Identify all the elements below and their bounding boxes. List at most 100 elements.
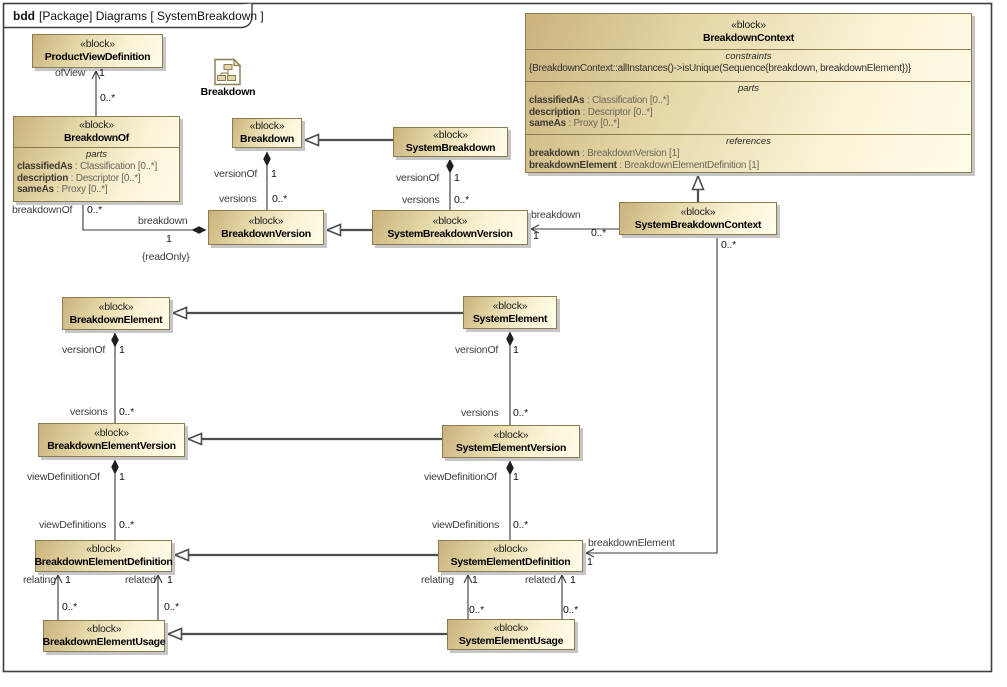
multiplicity-label: 0..* [721, 239, 736, 251]
feature-type: {BreakdownContext::allInstances()->isUni… [529, 63, 911, 74]
block-name: SystemElement [472, 312, 548, 325]
role-label: versions [402, 194, 440, 206]
block-name: SystemBreakdown [405, 142, 496, 154]
block-header: «block»SystemElementVersion [443, 426, 579, 457]
block-stereotype: «block» [86, 543, 121, 555]
block-product-view-definition[interactable]: «block»ProductViewDefinition [32, 34, 163, 68]
block-stereotype: «block» [493, 428, 529, 441]
multiplicity-label: 1 [167, 574, 173, 586]
feature-type: : Descriptor [0..*] [580, 106, 653, 118]
multiplicity-label: 0..* [563, 604, 578, 616]
feature-name: description [529, 106, 581, 118]
block-name: BreakdownVersion [221, 227, 311, 240]
breakdown-diagram-icon[interactable] [213, 58, 243, 86]
block-system-element-definition[interactable]: «block»SystemElementDefinition [438, 540, 583, 572]
multiplicity-label: 1 [587, 556, 593, 568]
block-system-element-version[interactable]: «block»SystemElementVersion [442, 425, 580, 458]
block-name: BreakdownElementUsage [42, 636, 166, 648]
block-header: «block»SystemBreakdownVersion [373, 211, 527, 244]
feature-sameAs[interactable]: sameAs : Proxy [0..*] [529, 118, 968, 130]
role-label: viewDefinitionOf [424, 471, 497, 483]
breakdown-diagram-icon-label: Breakdown [200, 86, 256, 98]
block-breakdown-element-definition[interactable]: «block»BreakdownElementDefinition [34, 540, 173, 572]
multiplicity-label: 0..* [87, 204, 102, 216]
multiplicity-label: 0..* [513, 407, 528, 419]
feature-type: : Classification [0..*] [584, 95, 669, 106]
block-stereotype: «block» [680, 205, 716, 218]
compartment-label: constraints [725, 51, 772, 62]
compartment-label: parts [737, 83, 760, 94]
multiplicity-label: 0..* [119, 406, 134, 418]
feature-sameAs[interactable]: sameAs : Proxy [0..*] [17, 184, 176, 196]
constraint-expression[interactable]: {BreakdownContext::allInstances()->isUni… [529, 63, 968, 75]
block-header: «block»ProductViewDefinition [33, 35, 162, 67]
multiplicity-label: 1 [513, 344, 519, 356]
role-label: relating [23, 574, 56, 586]
role-label: versionOf [396, 172, 440, 184]
block-breakdown-version[interactable]: «block»BreakdownVersion [208, 210, 324, 245]
block-stereotype: «block» [98, 300, 134, 313]
feature-name: breakdownElement [529, 159, 617, 171]
multiplicity-label: 1 [119, 344, 125, 356]
feature-breakdown[interactable]: breakdown : BreakdownVersion [1] [529, 148, 968, 160]
block-name: BreakdownElement [69, 313, 163, 326]
block-name: SystemBreakdownContext [634, 218, 762, 231]
association-systembreakdowncontext-breakdownelement[interactable] [584, 235, 718, 558]
role-label: versionOf [62, 344, 106, 356]
role-label: breakdown [138, 215, 188, 227]
block-breakdown-element-version[interactable]: «block»BreakdownElementVersion [38, 423, 185, 457]
block-stereotype: «block» [492, 299, 528, 312]
feature-description[interactable]: description : Descriptor [0..*] [17, 173, 176, 185]
block-breakdown-element-usage[interactable]: «block»BreakdownElementUsage [42, 620, 166, 652]
feature-type: : BreakdownVersion [1] [579, 148, 680, 159]
multiplicity-label: 0..* [454, 194, 469, 206]
block-header: «block»SystemBreakdown [394, 128, 507, 156]
feature-description[interactable]: description : Descriptor [0..*] [529, 107, 968, 119]
feature-classifiedAs[interactable]: classifiedAs : Classification [0..*] [17, 161, 176, 173]
block-breakdown[interactable]: «block»Breakdown [232, 118, 302, 148]
role-label: viewDefinitions [432, 519, 500, 531]
feature-type: : Classification [0..*] [72, 161, 157, 172]
multiplicity-label: 1 [65, 574, 71, 586]
feature-name: sameAs [529, 118, 566, 129]
role-label: versionOf [455, 344, 499, 356]
role-label: breakdownElement [588, 537, 675, 549]
block-system-element[interactable]: «block»SystemElement [463, 296, 557, 329]
tab-diagram-kind: bdd [13, 9, 35, 23]
role-label: {readOnly} [142, 251, 190, 263]
block-name: BreakdownElementVersion [47, 440, 176, 452]
block-header: «block»SystemElementUsage [448, 620, 574, 649]
role-label: versions [219, 193, 257, 205]
multiplicity-label: 1 [570, 574, 576, 586]
feature-type: : Proxy [0..*] [565, 118, 620, 129]
association-breakdownof-breakdown[interactable] [82, 202, 207, 234]
block-system-breakdown-context[interactable]: «block»SystemBreakdownContext [619, 202, 777, 235]
block-stereotype: «block» [432, 214, 468, 227]
block-name: BreakdownElementDefinition [34, 556, 173, 568]
multiplicity-label: 0..* [513, 519, 528, 531]
block-stereotype: «block» [493, 543, 528, 555]
block-breakdown-element[interactable]: «block»BreakdownElement [62, 297, 170, 330]
role-label: relating [421, 574, 454, 586]
block-system-breakdown[interactable]: «block»SystemBreakdown [393, 127, 508, 157]
block-name: BreakdownContext [703, 31, 794, 44]
block-system-breakdown-version[interactable]: «block»SystemBreakdownVersion [372, 210, 528, 245]
feature-breakdownElement[interactable]: breakdownElement : BreakdownElementDefin… [529, 160, 968, 172]
diagram-tab-title: bdd [Package] Diagrams [ SystemBreakdown … [13, 9, 264, 23]
multiplicity-label: 1 [533, 230, 539, 242]
block-system-element-usage[interactable]: «block»SystemElementUsage [447, 619, 575, 650]
multiplicity-label: 1 [454, 172, 460, 184]
block-header: «block»SystemElement [464, 297, 556, 328]
multiplicity-label: 0..* [119, 519, 134, 531]
feature-classifiedAs[interactable]: classifiedAs : Classification [0..*] [529, 95, 968, 107]
block-header: «block»Breakdown [233, 119, 301, 147]
role-label: versions [461, 407, 499, 419]
tab-diagram-context: [Package] Diagrams [ SystemBreakdown ] [39, 9, 264, 23]
feature-type: : Descriptor [0..*] [68, 172, 141, 184]
block-name: SystemElementVersion [455, 441, 567, 454]
